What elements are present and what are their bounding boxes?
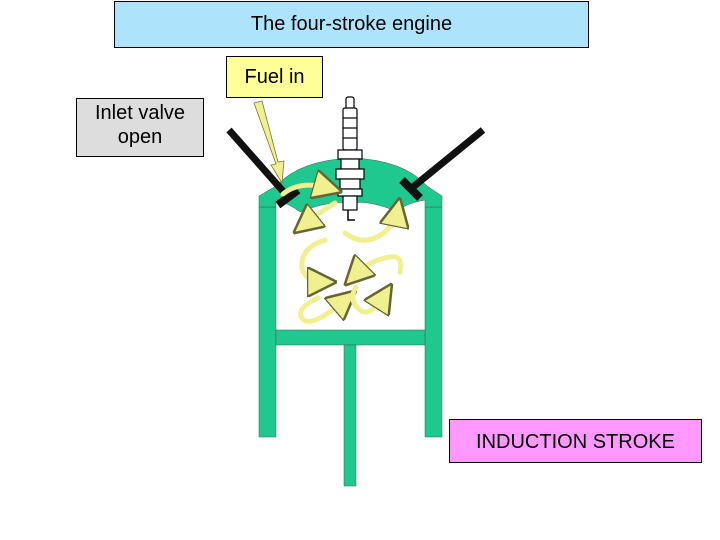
swirl-arrow-icon	[280, 185, 401, 324]
inlet-valve-label-line2: open	[117, 126, 163, 148]
connecting-rod	[343, 344, 357, 487]
fuel-in-label-box: Fuel in	[226, 56, 323, 98]
spark-plug-icon	[335, 96, 365, 221]
inlet-valve-label-box: Inlet valve open	[76, 98, 204, 157]
cylinder-right-wall	[424, 206, 443, 438]
stroke-name-label: INDUCTION STROKE	[476, 431, 675, 453]
title-box: The four-stroke engine	[114, 1, 589, 48]
stroke-name-box: INDUCTION STROKE	[449, 419, 702, 463]
inlet-valve	[226, 127, 301, 209]
cylinder-left-wall	[258, 206, 277, 438]
inlet-valve-label-line1: Inlet valve	[94, 102, 186, 124]
diagram-title: The four-stroke engine	[250, 13, 453, 35]
fuel-in-label: Fuel in	[244, 66, 305, 88]
exhaust-valve	[399, 127, 486, 201]
piston-head	[275, 329, 426, 346]
fuel-arrow-icon	[253, 100, 285, 185]
